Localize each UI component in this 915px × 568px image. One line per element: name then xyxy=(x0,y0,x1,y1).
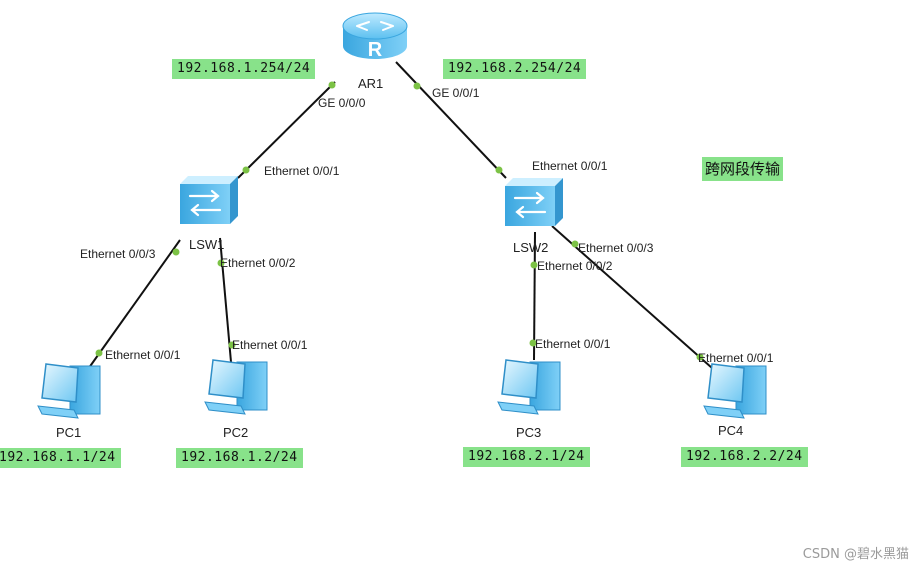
port-label-pc2-e001: Ethernet 0/0/1 xyxy=(232,338,308,352)
device-label-pc3: PC3 xyxy=(516,425,542,440)
link-ar1-lsw1[interactable] xyxy=(237,81,336,179)
port-dot-pc4 xyxy=(696,353,704,361)
port-label-pc3-e001: Ethernet 0/0/1 xyxy=(535,337,611,351)
port-dots xyxy=(95,81,704,361)
port-label-lsw2-e002: Ethernet 0/0/2 xyxy=(537,259,613,273)
ip-tag-ar1-ge001: 192.168.2.254/24 xyxy=(443,59,587,79)
ip-tag-pc3: 192.168.2.1/24 xyxy=(463,447,590,467)
port-dot-pc1 xyxy=(95,349,103,357)
port-dot-lsw2-e001 xyxy=(495,166,503,174)
port-dot-pc2 xyxy=(228,341,236,349)
link-lsw2-pc4[interactable] xyxy=(551,225,713,369)
switch-icon[interactable] xyxy=(505,178,563,226)
device-label-lsw2: LSW2 xyxy=(513,240,549,255)
ip-tag-pc2: 192.168.1.2/24 xyxy=(176,448,303,468)
device-label-ar1: AR1 xyxy=(358,76,384,91)
pc-icon[interactable] xyxy=(204,359,268,415)
ip-tag-ar1-ge000: 192.168.1.254/24 xyxy=(172,59,316,79)
device-label-pc4: PC4 xyxy=(718,423,744,438)
port-label-pc1-e001: Ethernet 0/0/1 xyxy=(105,348,181,362)
svg-text:R: R xyxy=(368,39,383,61)
switch-icon[interactable] xyxy=(180,176,238,224)
port-dot-lsw1-e001 xyxy=(242,166,250,174)
pc-icon[interactable] xyxy=(497,359,561,415)
pc-icon[interactable] xyxy=(37,363,101,419)
port-label-lsw2-e001: Ethernet 0/0/1 xyxy=(532,159,608,173)
port-label-lsw1-e002: Ethernet 0/0/2 xyxy=(220,256,296,270)
device-label-pc2: PC2 xyxy=(223,425,249,440)
port-dot-lsw2-e002 xyxy=(530,261,538,269)
port-dot-pc3 xyxy=(529,339,537,347)
port-dot-lsw1-e002 xyxy=(217,259,225,267)
port-dot-ar1-ge001 xyxy=(413,82,421,90)
watermark: CSDN @碧水黑猫 xyxy=(802,547,909,562)
port-label-ar1-ge000: GE 0/0/0 xyxy=(318,96,366,110)
link-ar1-lsw2[interactable] xyxy=(395,61,507,179)
pc-icon[interactable] xyxy=(703,363,767,419)
port-label-ar1-ge001: GE 0/0/1 xyxy=(432,86,480,100)
port-label-lsw2-e003: Ethernet 0/0/3 xyxy=(578,241,654,255)
device-label-lsw1: LSW1 xyxy=(189,237,225,252)
ip-tag-pc1: 192.168.1.1/24 xyxy=(0,448,121,468)
router-icon[interactable]: R xyxy=(342,12,408,61)
link-lsw1-pc1[interactable] xyxy=(85,239,181,373)
port-label-pc4-e001: Ethernet 0/0/1 xyxy=(698,351,774,365)
ip-tag-pc4: 192.168.2.2/24 xyxy=(681,447,808,467)
link-lsw1-pc2[interactable] xyxy=(219,237,232,363)
port-dot-lsw2-e003 xyxy=(571,240,579,248)
note-label: 跨网段传输 xyxy=(702,157,784,181)
port-label-lsw1-e001: Ethernet 0/0/1 xyxy=(264,164,340,178)
port-dot-lsw1-e003 xyxy=(172,248,180,256)
port-label-lsw1-e003: Ethernet 0/0/3 xyxy=(80,247,156,261)
links xyxy=(85,61,713,373)
link-lsw2-pc3[interactable] xyxy=(533,231,536,361)
device-label-pc1: PC1 xyxy=(56,425,82,440)
port-dot-ar1-ge000 xyxy=(328,81,336,89)
